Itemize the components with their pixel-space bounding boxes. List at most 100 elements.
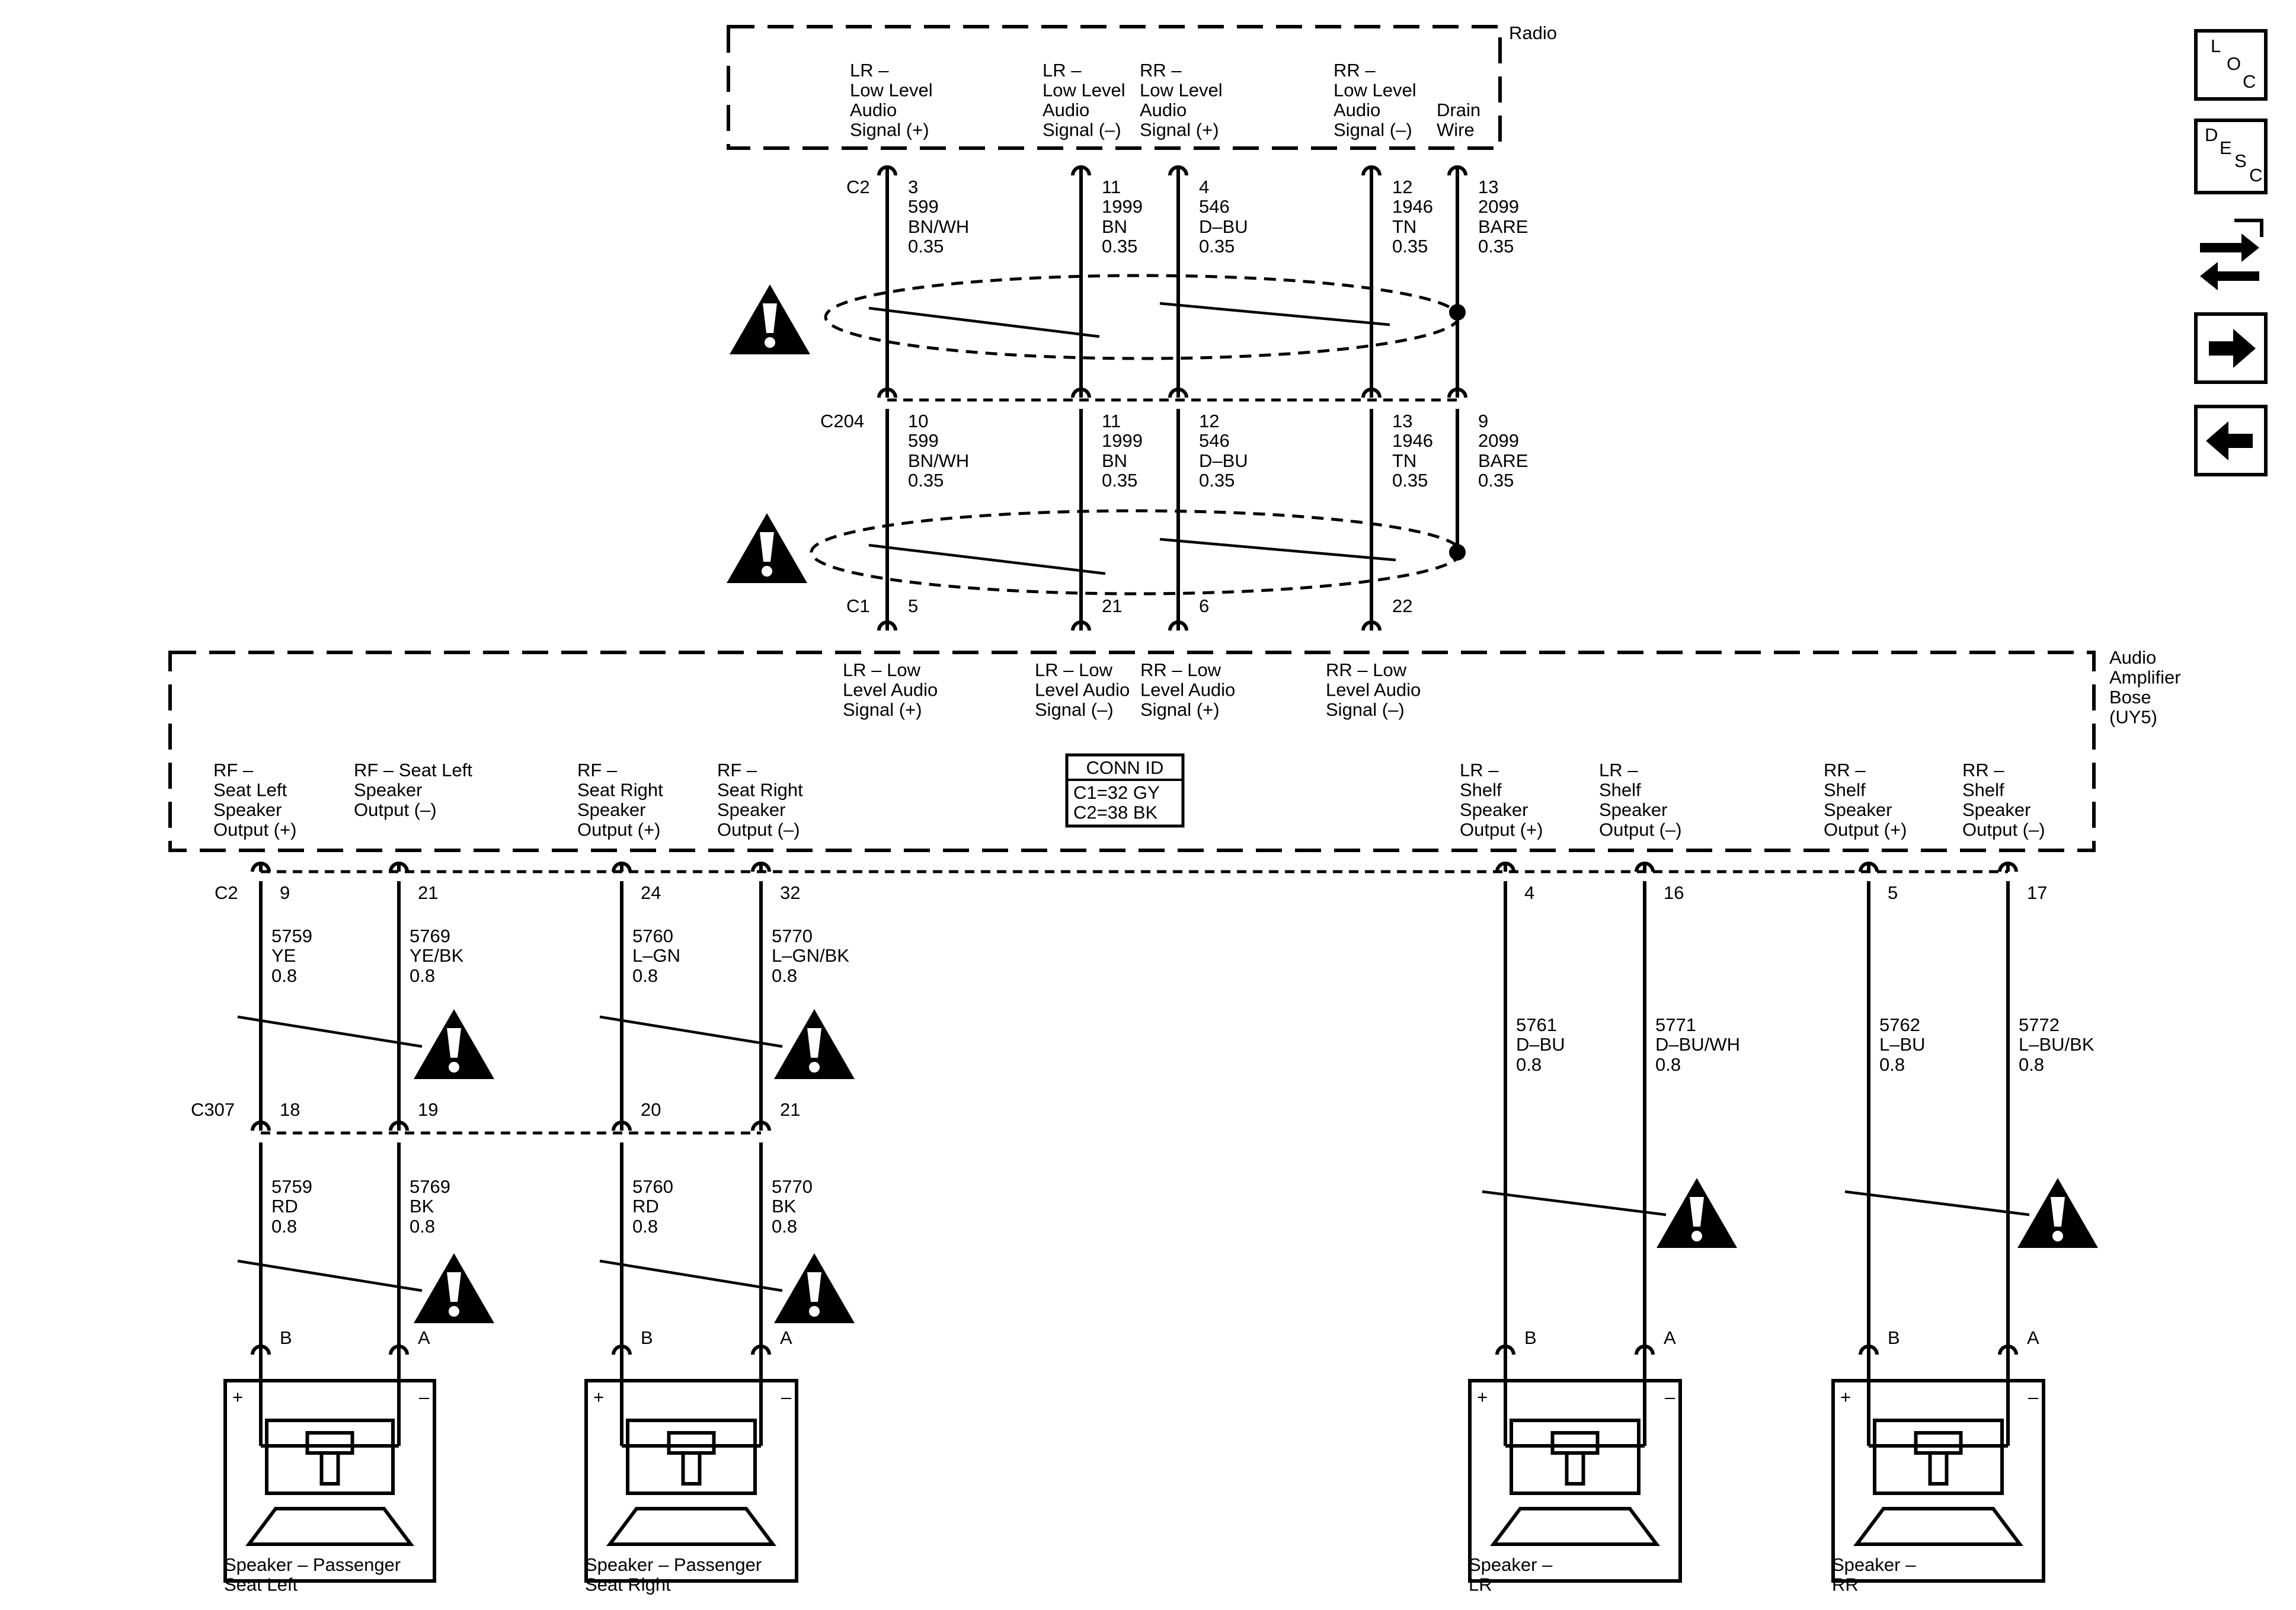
radio-pin-label: Signal (–) [1334,120,1412,140]
conn-id-entry: C1=32 GY [1073,782,1160,803]
wire-gauge: 0.8 [772,1216,797,1237]
speaker-name: Speaker – Passenger [585,1554,762,1575]
caution-bang [807,1272,821,1302]
wire-color: L–GN [632,945,680,966]
amp-c2-pin-label: Seat Left [213,780,287,801]
amp-connector-c1: C1 [846,596,870,616]
radio-pin-label: Low Level [1334,80,1416,101]
amp-c2-pin-label: RF – [213,760,254,780]
speaker-pin-neg: A [780,1327,792,1348]
radio-pin-label: Signal (+) [850,120,929,140]
loc-letter: C [2243,71,2256,92]
caution-dot [765,337,775,348]
speaker-housing [1831,1379,2045,1583]
wire-circuit: 5760 [632,926,673,946]
wire-circuit: 1946 [1392,430,1433,451]
amp-c2-pin-label: RR – [1824,760,1866,780]
c2-pin-number: 4 [1524,882,1534,903]
arrow-left-icon[interactable] [2194,405,2268,476]
speaker-name: RR [1832,1574,1859,1595]
wire-gauge: 0.8 [271,965,297,986]
twist-mark [1159,302,1390,327]
wire-circuit: 546 [1199,430,1230,451]
amp-c2-pin-label: Speaker [577,799,645,820]
conn-id-box [1065,753,1185,828]
amp-c2-pin-label: Seat Right [577,780,663,801]
radio-pin-number: 11 [1102,177,1121,197]
amp-c2-pin-label: Output (–) [1599,820,1682,840]
speaker-magnet [1510,1419,1641,1495]
caution-bang [760,532,774,562]
c2-pin-number: 21 [418,882,438,903]
amp-c2-pin-label: Output (–) [1962,820,2045,840]
amp-c1-pin-label: Signal (+) [1140,699,1220,720]
loc-button[interactable]: LOC [2194,29,2268,101]
wire-gauge: 0.8 [1655,1054,1681,1075]
wire-color: BK [772,1196,797,1217]
speaker-pin-pos: B [280,1327,292,1348]
speaker-housing [584,1379,798,1583]
wire-gauge: 0.35 [1478,236,1514,257]
amp-c2-pin-label: Speaker [1962,799,2030,820]
swap-bracket [2234,219,2263,237]
radio-pin-label: Drain [1437,100,1480,120]
twist-mark [599,1259,783,1292]
amp-c2-pin-label: Output (+) [213,820,296,840]
twist-mark [1482,1190,1667,1217]
desc-letter: E [2220,137,2232,158]
radio-pin-label: RR – [1334,60,1376,81]
wire-gauge: 0.35 [1392,470,1428,491]
caution-icon [2017,1178,2098,1248]
twisted-pair-shield [824,274,1460,360]
speaker-cone [245,1507,414,1546]
wire-color: YE [271,945,296,966]
radio-pin-label: Wire [1437,120,1475,140]
wire-gauge: 0.35 [1392,236,1428,257]
c204-pin-number: 11 [1102,411,1121,431]
speaker-name: Seat Left [224,1574,298,1595]
wire-circuit: 5769 [410,926,450,946]
wire-circuit: 5760 [632,1176,673,1197]
amp-c2-pin-label: Output (–) [354,799,437,820]
amp-c2-pin-label: LR – [1599,760,1638,780]
swap-arrows-icon[interactable] [2200,219,2263,290]
loc-letter: O [2227,53,2241,74]
wire-circuit: 5772 [2019,1014,2060,1035]
radio-pin-label: Audio [850,100,897,120]
wire-circuit: 5759 [271,1176,312,1197]
wire-circuit: 5761 [1516,1014,1557,1035]
c2-pin-number: 32 [780,882,800,903]
amplifier-title: Amplifier [2109,667,2181,688]
amp-c2-pin-label: Shelf [1460,780,1502,801]
wire-circuit: 5770 [772,1176,813,1197]
speaker-3 [1831,1379,2045,1583]
desc-box [2194,119,2268,194]
loc-box [2194,29,2268,101]
speaker-pin-neg: A [2027,1327,2039,1348]
twist-mark [1844,1190,2030,1217]
wire-gauge: 0.8 [1879,1054,1905,1075]
twist-mark [599,1015,783,1048]
conn-id-title: CONN ID [1086,757,1164,778]
speaker-2 [1468,1379,1682,1583]
wire-circuit: 2099 [1478,430,1519,451]
speaker-magnet [626,1419,757,1495]
speaker-plus: + [593,1387,604,1407]
speaker-housing [223,1379,436,1583]
caution-dot [449,1306,459,1317]
radio-pin-label: Signal (–) [1043,120,1121,140]
arrow-right-icon[interactable] [2194,312,2268,384]
c204-pin-number: 9 [1478,411,1488,431]
speaker-voice-coil [305,1431,354,1455]
caution-bang [807,1028,821,1058]
speaker-pin-pos: B [1524,1327,1537,1348]
wire-gauge: 0.35 [908,470,944,491]
amplifier-title: Audio [2109,647,2156,668]
speaker-cone [1853,1507,2023,1546]
radio-title: Radio [1509,23,1557,43]
speaker-name: Speaker – [1832,1554,1916,1575]
wire-color: BK [410,1196,434,1217]
